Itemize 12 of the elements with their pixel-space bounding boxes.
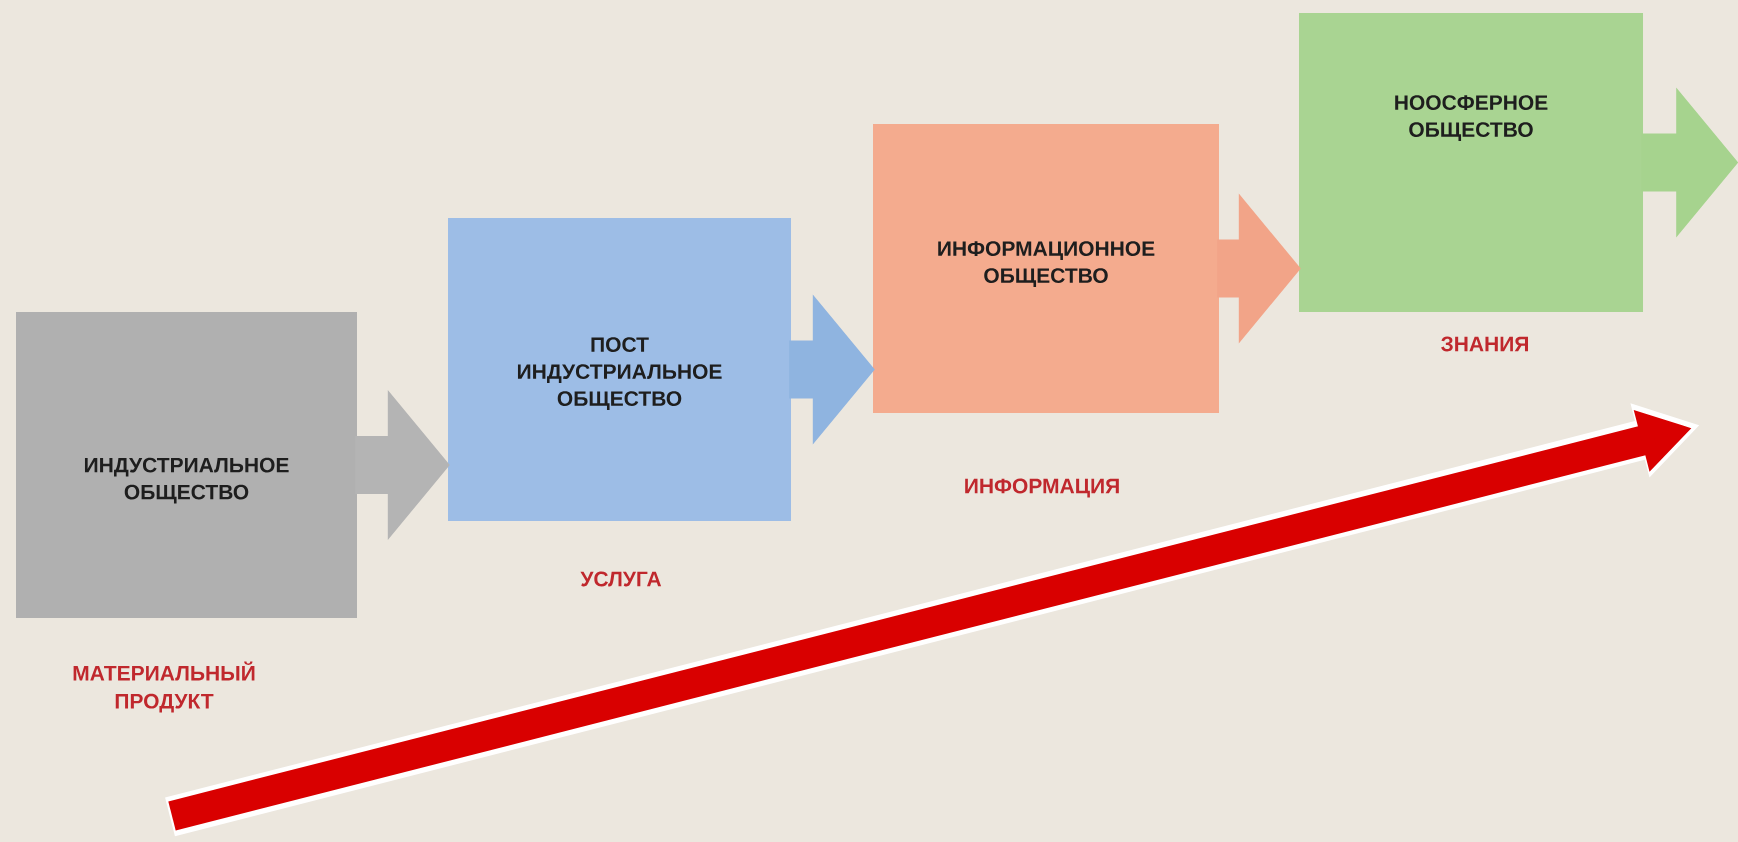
block-arrow	[355, 390, 450, 540]
stage-box: ПОСТ ИНДУСТРИАЛЬНОЕ ОБЩЕСТВО	[448, 218, 791, 521]
stage-box: НООСФЕРНОЕ ОБЩЕСТВО	[1299, 13, 1643, 312]
node-label: МАТЕРИАЛЬНЫЙ ПРОДУКТ	[73, 661, 255, 713]
block-arrow	[789, 294, 875, 445]
block-arrow	[1217, 193, 1301, 344]
node-label: ИНФОРМАЦИЯ	[965, 478, 1119, 498]
node-label: ЗНАНИЯ	[1441, 336, 1528, 352]
block-arrow	[1641, 87, 1738, 238]
stage-box: ИНДУСТРИАЛЬНОЕ ОБЩЕСТВО	[16, 312, 357, 618]
stage-box: ИНФОРМАЦИОННОЕ ОБЩЕСТВО	[873, 124, 1219, 413]
node-label: УСЛУГА	[580, 571, 662, 587]
